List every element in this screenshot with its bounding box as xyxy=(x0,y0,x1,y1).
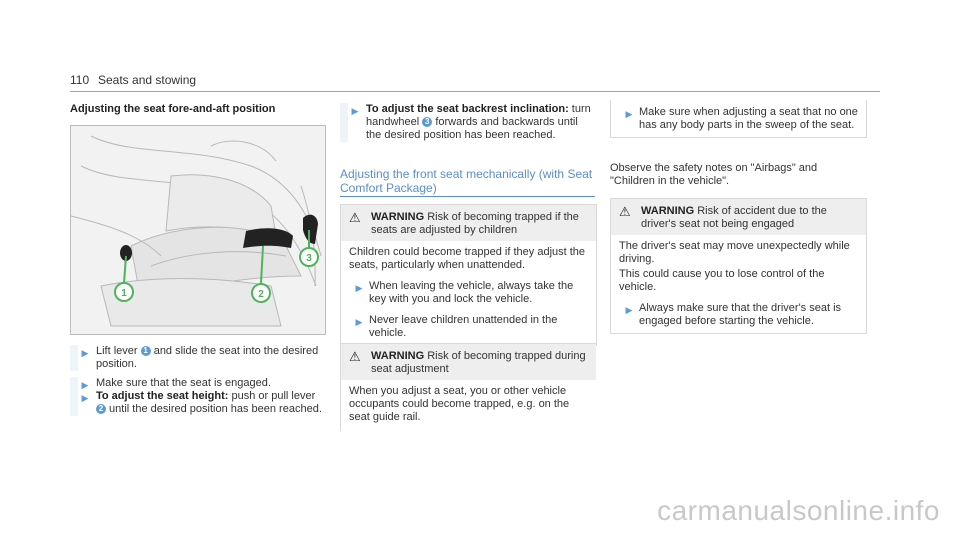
step-seat-engaged: ▶ Make sure that the seat is engaged. xyxy=(70,377,325,392)
section-heading-mechanical: Adjusting the front seat mechanically (w… xyxy=(340,167,593,195)
step-backrest: ▶ To adjust the seat backrest inclinatio… xyxy=(340,103,595,142)
step-arrow-icon: ▶ xyxy=(355,283,363,293)
chapter-title: Seats and stowing xyxy=(98,73,197,87)
callout-3: 3 xyxy=(306,253,312,264)
ref-badge: 2 xyxy=(96,404,106,415)
step-lift-lever: ▶ Lift lever 1 and slide the seat into t… xyxy=(70,345,325,371)
section-divider xyxy=(340,196,595,197)
ref-badge: 1 xyxy=(140,346,151,357)
warning-box-continued: ▶Make sure when adjusting a seat that no… xyxy=(610,100,867,138)
step-arrow-icon: ▶ xyxy=(351,106,359,116)
header-divider xyxy=(70,91,880,92)
step-arrow-icon: ▶ xyxy=(625,305,633,315)
step-arrow-icon: ▶ xyxy=(81,393,89,403)
warning-triangle-icon: ⚠ xyxy=(619,204,631,219)
section-heading-fore-aft: Adjusting the seat fore-and-aft position xyxy=(70,103,276,115)
step-arrow-icon: ▶ xyxy=(81,380,89,390)
ref-badge: 3 xyxy=(422,117,433,128)
step-arrow-icon: ▶ xyxy=(81,348,89,358)
watermark: carmanualsonline.info xyxy=(657,495,940,526)
step-seat-height: ▶ To adjust the seat height: push or pul… xyxy=(70,390,325,416)
step-arrow-icon: ▶ xyxy=(355,317,363,327)
warning-triangle-icon: ⚠ xyxy=(349,210,361,225)
warning-box-children: ⚠ WARNING Risk of becoming trapped if th… xyxy=(340,204,597,346)
warning-triangle-icon: ⚠ xyxy=(349,349,361,364)
seat-drawing: 1 2 3 xyxy=(71,126,325,334)
callout-1: 1 xyxy=(121,288,127,299)
callout-2: 2 xyxy=(258,289,264,300)
warning-box-adjustment: ⚠ WARNING Risk of becoming trapped durin… xyxy=(340,343,596,431)
step-arrow-icon: ▶ xyxy=(625,109,633,119)
page-number: 110 xyxy=(70,73,90,87)
observe-note: Observe the safety notes on "Airbags" an… xyxy=(610,162,818,187)
seat-illustration: 1 2 3 xyxy=(70,125,326,335)
warning-box-seat-engaged: ⚠ WARNING Risk of accident due to the dr… xyxy=(610,198,867,334)
